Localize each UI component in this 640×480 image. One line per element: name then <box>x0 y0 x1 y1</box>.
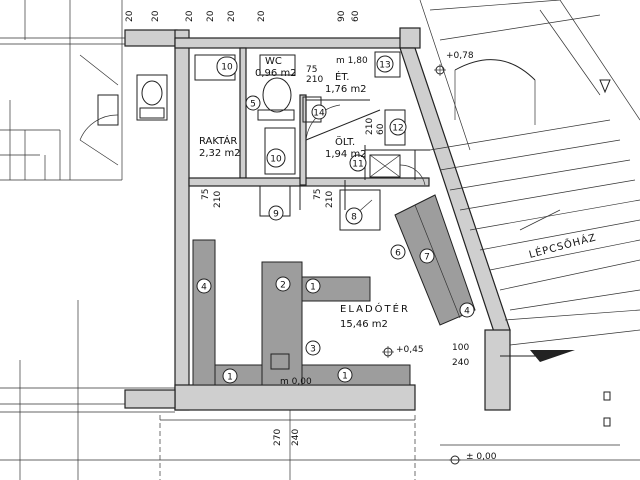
dim-top-90: 90 <box>337 10 347 22</box>
fixture-number-6: 6 <box>395 249 401 259</box>
dim-top-20d: 20 <box>206 10 216 22</box>
dim-bottom-240: 240 <box>291 429 301 446</box>
dim-door-240: 240 <box>452 358 469 368</box>
room-et-name: ÉT. <box>335 70 349 83</box>
fixture-number-13: 13 <box>379 61 390 71</box>
fixture-number-9: 9 <box>273 210 279 220</box>
dim-top-20a: 20 <box>125 10 135 22</box>
entry-arrow <box>500 350 575 362</box>
room-et-area: 1,76 m2 <box>325 84 367 95</box>
room-labels: RAKTÁR 2,32 m2 WC 0,96 m2 ÉT. 1,76 m2 ÖL… <box>199 56 598 330</box>
fixture-number-5: 5 <box>250 100 256 110</box>
room-raktar-area: 2,32 m2 <box>199 148 241 159</box>
fixture-number-4a: 4 <box>201 283 207 293</box>
fixture-number-1b: 1 <box>227 373 233 383</box>
fixture-number-4b: 4 <box>464 307 470 317</box>
fixture-number-10a: 10 <box>221 63 233 73</box>
level-m000: m 0,00 <box>280 377 312 387</box>
level-m180: m 1,80 <box>336 56 368 66</box>
counters <box>192 194 476 386</box>
staircase <box>419 0 640 346</box>
dim-top-20b: 20 <box>151 10 161 22</box>
room-olt-name: ÖLT. <box>335 135 355 148</box>
dim-mid-210a: 210 <box>213 191 223 208</box>
room-lepcsohaz-name: LÉPCSŐHÁZ <box>527 229 598 260</box>
room-eladoter-area: 15,46 m2 <box>340 319 388 330</box>
dim-top-20c: 20 <box>185 10 195 22</box>
room-raktar-name: RAKTÁR <box>199 134 237 147</box>
dim-wc-75: 75 <box>306 65 317 75</box>
dim-wc-210: 210 <box>306 75 323 85</box>
room-wc-name: WC <box>265 56 282 67</box>
fixture-numbers: 10 5 14 13 12 11 10 9 8 6 7 4 4 2 1 1 1 … <box>196 55 475 384</box>
dim-top-20f: 20 <box>257 10 267 22</box>
level-plus078: +0,78 <box>446 51 474 61</box>
dim-mid-210b: 210 <box>325 191 335 208</box>
room-wc-area: 0,96 m2 <box>255 68 297 79</box>
room-olt-area: 1,94 m2 <box>325 149 367 160</box>
fixture-number-1c: 1 <box>342 372 348 382</box>
fixture-number-7: 7 <box>424 253 430 263</box>
dim-mid-75b: 75 <box>313 189 323 200</box>
neighbour-fixtures <box>79 54 168 166</box>
dim-olt-60: 60 <box>376 123 386 135</box>
partitions <box>240 99 430 210</box>
fixture-number-10b: 10 <box>270 155 282 165</box>
fixture-number-2: 2 <box>280 281 286 291</box>
walls <box>124 27 511 411</box>
dim-bottom-270: 270 <box>273 429 283 446</box>
level-zero: ± 0,00 <box>466 452 497 462</box>
fixtures <box>194 51 406 231</box>
dim-top-60: 60 <box>351 10 361 22</box>
dim-door-100: 100 <box>452 343 469 353</box>
dimension-labels: 20 20 20 20 20 20 90 60 75 210 210 60 75… <box>125 10 469 446</box>
fixture-number-1a: 1 <box>310 283 316 293</box>
fixture-number-11: 11 <box>352 160 363 170</box>
dim-olt-210: 210 <box>365 118 375 135</box>
fixture-number-12: 12 <box>392 124 403 134</box>
dim-mid-75a: 75 <box>201 189 211 200</box>
fixture-number-8: 8 <box>351 213 357 223</box>
fixture-number-14: 14 <box>313 109 325 119</box>
fixture-number-3: 3 <box>310 345 316 355</box>
level-marks: +0,78 +0,45 ± 0,00 m 1,80 m 0,00 <box>280 51 611 465</box>
dim-top-20e: 20 <box>227 10 237 22</box>
level-plus045: +0,45 <box>396 345 424 355</box>
room-eladoter-name: ELADÓTÉR <box>340 302 410 315</box>
